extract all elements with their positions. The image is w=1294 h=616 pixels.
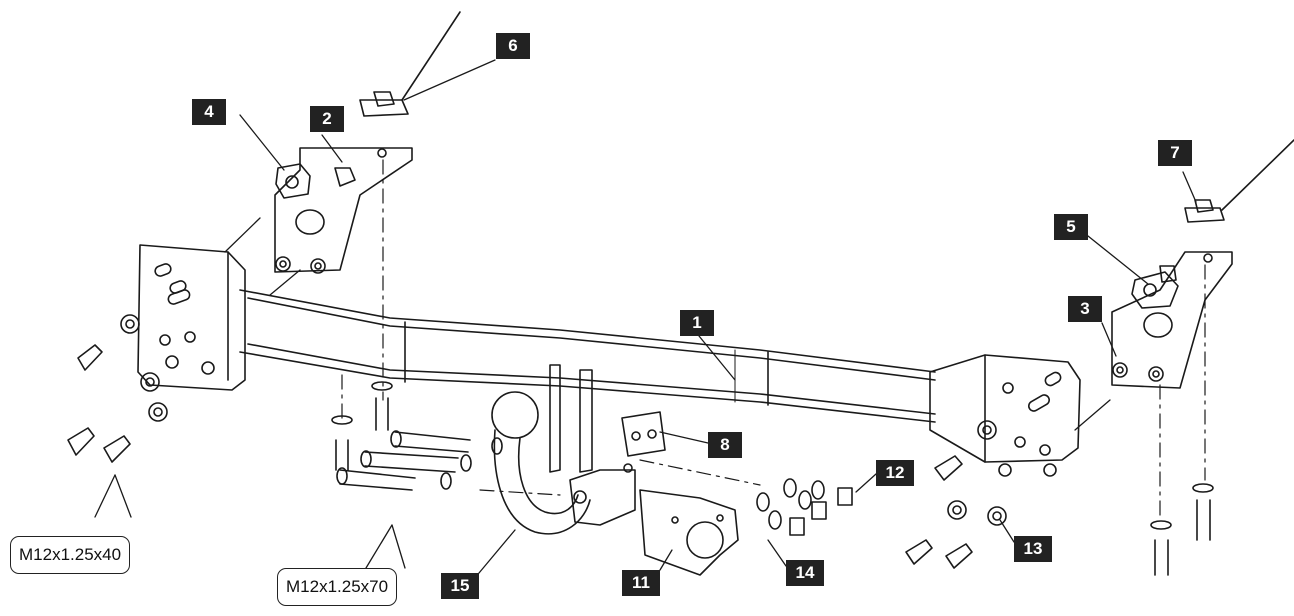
tow-ball-neck [491,364,636,535]
nut-plate-left [359,91,409,117]
socket-fasteners [756,478,853,536]
long-bolts-group [331,381,503,491]
fish-wire-left [401,11,461,101]
electric-bracket [621,411,666,457]
label-part-1: 1 [680,310,714,336]
alignment-lines [341,159,1206,521]
label-part-11: 11 [622,570,660,596]
label-part-15: 15 [441,573,479,599]
label-part-7: 7 [1158,140,1192,166]
right-bolts-group [905,420,1214,576]
left-side-plate [137,244,246,391]
label-part-4: 4 [192,99,226,125]
left-bolts-group [67,314,168,463]
label-part-12: 12 [876,460,914,486]
label-part-8: 8 [708,432,742,458]
nut-plate-right [1184,199,1225,223]
right-clamp [1131,265,1179,309]
right-side-plate [929,354,1081,477]
cross-beam [239,289,936,423]
label-part-6: 6 [496,33,530,59]
label-part-2: 2 [310,106,344,132]
leader-lines [94,59,1197,574]
label-part-3: 3 [1068,296,1102,322]
left-bracket [274,147,413,274]
callout-bolt-m12x70: M12x1.25x70 [277,568,398,606]
socket-plate [639,489,739,576]
label-part-13: 13 [1014,536,1052,562]
label-part-14: 14 [786,560,824,586]
callout-bolt-m12x40: M12x1.25x40 [10,536,131,574]
left-clamp [275,163,311,199]
fish-wire-right [1221,139,1294,211]
right-bracket [1111,251,1233,389]
label-part-5: 5 [1054,214,1088,240]
